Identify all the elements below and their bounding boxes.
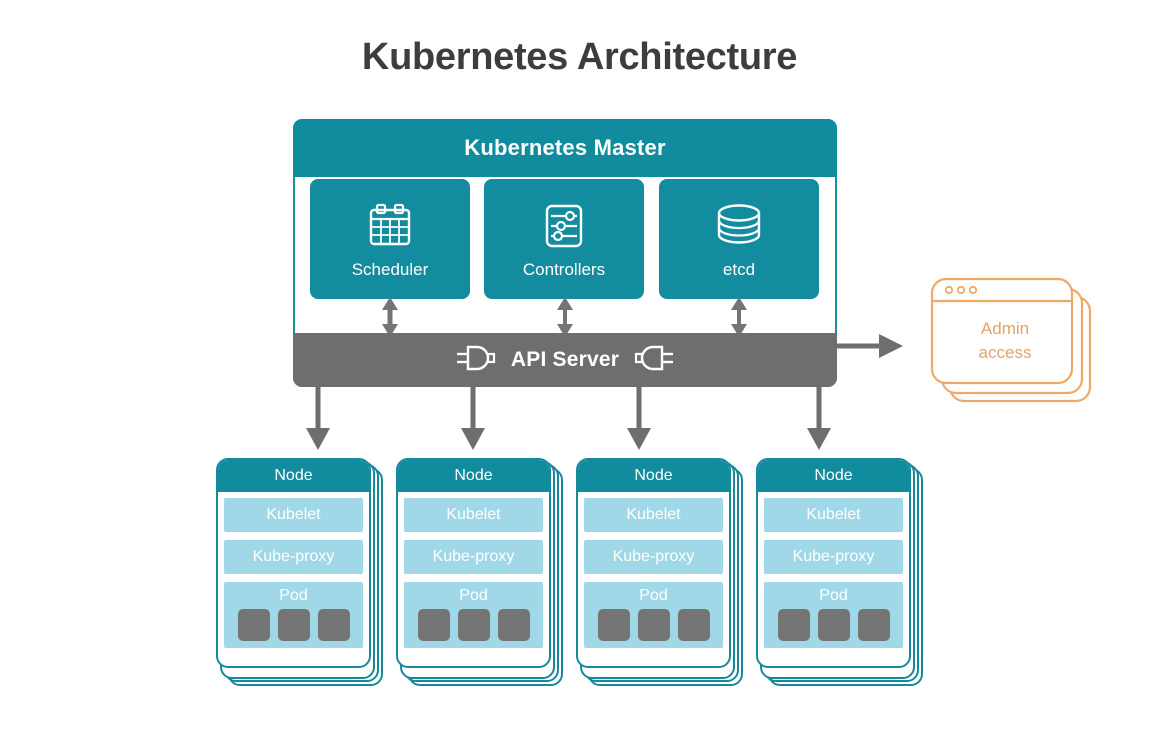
container-box bbox=[417, 609, 450, 641]
component-etcd[interactable]: etcd bbox=[659, 179, 819, 299]
node-card-1[interactable]: Node Kubelet Kube-proxy Pod bbox=[216, 458, 383, 686]
node-front-card: Node Kubelet Kube-proxy Pod bbox=[396, 458, 551, 668]
pod-label: Pod bbox=[279, 587, 308, 604]
pod-block: Pod bbox=[584, 582, 723, 648]
container-box bbox=[317, 609, 350, 641]
node-title: Node bbox=[398, 460, 549, 492]
node-title: Node bbox=[218, 460, 369, 492]
component-controllers[interactable]: Controllers bbox=[484, 179, 644, 299]
kubernetes-master-group: Kubernetes Master Scheduler bbox=[293, 119, 837, 387]
container-group bbox=[584, 609, 723, 641]
master-header: Kubernetes Master bbox=[293, 119, 837, 177]
pod-label: Pod bbox=[639, 587, 668, 604]
pod-block: Pod bbox=[224, 582, 363, 648]
node-front-card: Node Kubelet Kube-proxy Pod bbox=[756, 458, 911, 668]
node-card-4[interactable]: Node Kubelet Kube-proxy Pod bbox=[756, 458, 923, 686]
page-title: Kubernetes Architecture bbox=[361, 36, 798, 78]
arrow-to-admin-access bbox=[837, 334, 903, 358]
sliders-icon bbox=[539, 196, 589, 256]
kube-proxy-band: Kube-proxy bbox=[404, 540, 543, 574]
arrow-apiserver-node-3 bbox=[627, 386, 651, 450]
container-box bbox=[857, 609, 890, 641]
pod-block: Pod bbox=[404, 582, 543, 648]
container-box bbox=[597, 609, 630, 641]
database-icon bbox=[711, 196, 767, 256]
kube-proxy-band: Kube-proxy bbox=[764, 540, 903, 574]
container-box bbox=[457, 609, 490, 641]
plug-left-icon bbox=[633, 343, 675, 378]
container-group bbox=[764, 609, 903, 641]
browser-windows-stack-icon bbox=[930, 277, 1092, 403]
pod-block: Pod bbox=[764, 582, 903, 648]
admin-access-group[interactable]: Admin access bbox=[930, 277, 1102, 407]
component-scheduler[interactable]: Scheduler bbox=[310, 179, 470, 299]
admin-access-label: Admin access bbox=[930, 317, 1080, 365]
container-box bbox=[637, 609, 670, 641]
admin-access-line2: access bbox=[978, 343, 1032, 362]
container-box bbox=[817, 609, 850, 641]
kubelet-band: Kubelet bbox=[764, 498, 903, 532]
plug-right-icon bbox=[455, 343, 497, 378]
node-front-card: Node Kubelet Kube-proxy Pod bbox=[216, 458, 371, 668]
component-label: Controllers bbox=[522, 260, 606, 279]
arrow-etcd-apiserver bbox=[731, 297, 747, 337]
api-server-label: API Server bbox=[510, 348, 620, 371]
component-label: etcd bbox=[722, 260, 756, 279]
component-label: Scheduler bbox=[351, 260, 429, 279]
pod-label: Pod bbox=[459, 587, 488, 604]
node-front-card: Node Kubelet Kube-proxy Pod bbox=[576, 458, 731, 668]
node-card-2[interactable]: Node Kubelet Kube-proxy Pod bbox=[396, 458, 563, 686]
kubelet-band: Kubelet bbox=[584, 498, 723, 532]
arrow-controllers-apiserver bbox=[557, 297, 573, 337]
arrow-apiserver-node-4 bbox=[807, 386, 831, 450]
pod-label: Pod bbox=[819, 587, 848, 604]
container-box bbox=[777, 609, 810, 641]
node-title: Node bbox=[578, 460, 729, 492]
container-box bbox=[277, 609, 310, 641]
node-card-3[interactable]: Node Kubelet Kube-proxy Pod bbox=[576, 458, 743, 686]
arrow-scheduler-apiserver bbox=[382, 297, 398, 337]
container-box bbox=[497, 609, 530, 641]
container-box bbox=[237, 609, 270, 641]
kube-proxy-band: Kube-proxy bbox=[584, 540, 723, 574]
arrow-apiserver-node-1 bbox=[306, 386, 330, 450]
container-group bbox=[224, 609, 363, 641]
node-title: Node bbox=[758, 460, 909, 492]
kubelet-band: Kubelet bbox=[224, 498, 363, 532]
kube-proxy-band: Kube-proxy bbox=[224, 540, 363, 574]
arrow-apiserver-node-2 bbox=[461, 386, 485, 450]
container-group bbox=[404, 609, 543, 641]
admin-access-line1: Admin bbox=[980, 319, 1030, 338]
container-box bbox=[677, 609, 710, 641]
kubelet-band: Kubelet bbox=[404, 498, 543, 532]
calendar-icon bbox=[365, 196, 415, 256]
api-server-bar[interactable]: API Server bbox=[293, 333, 837, 387]
